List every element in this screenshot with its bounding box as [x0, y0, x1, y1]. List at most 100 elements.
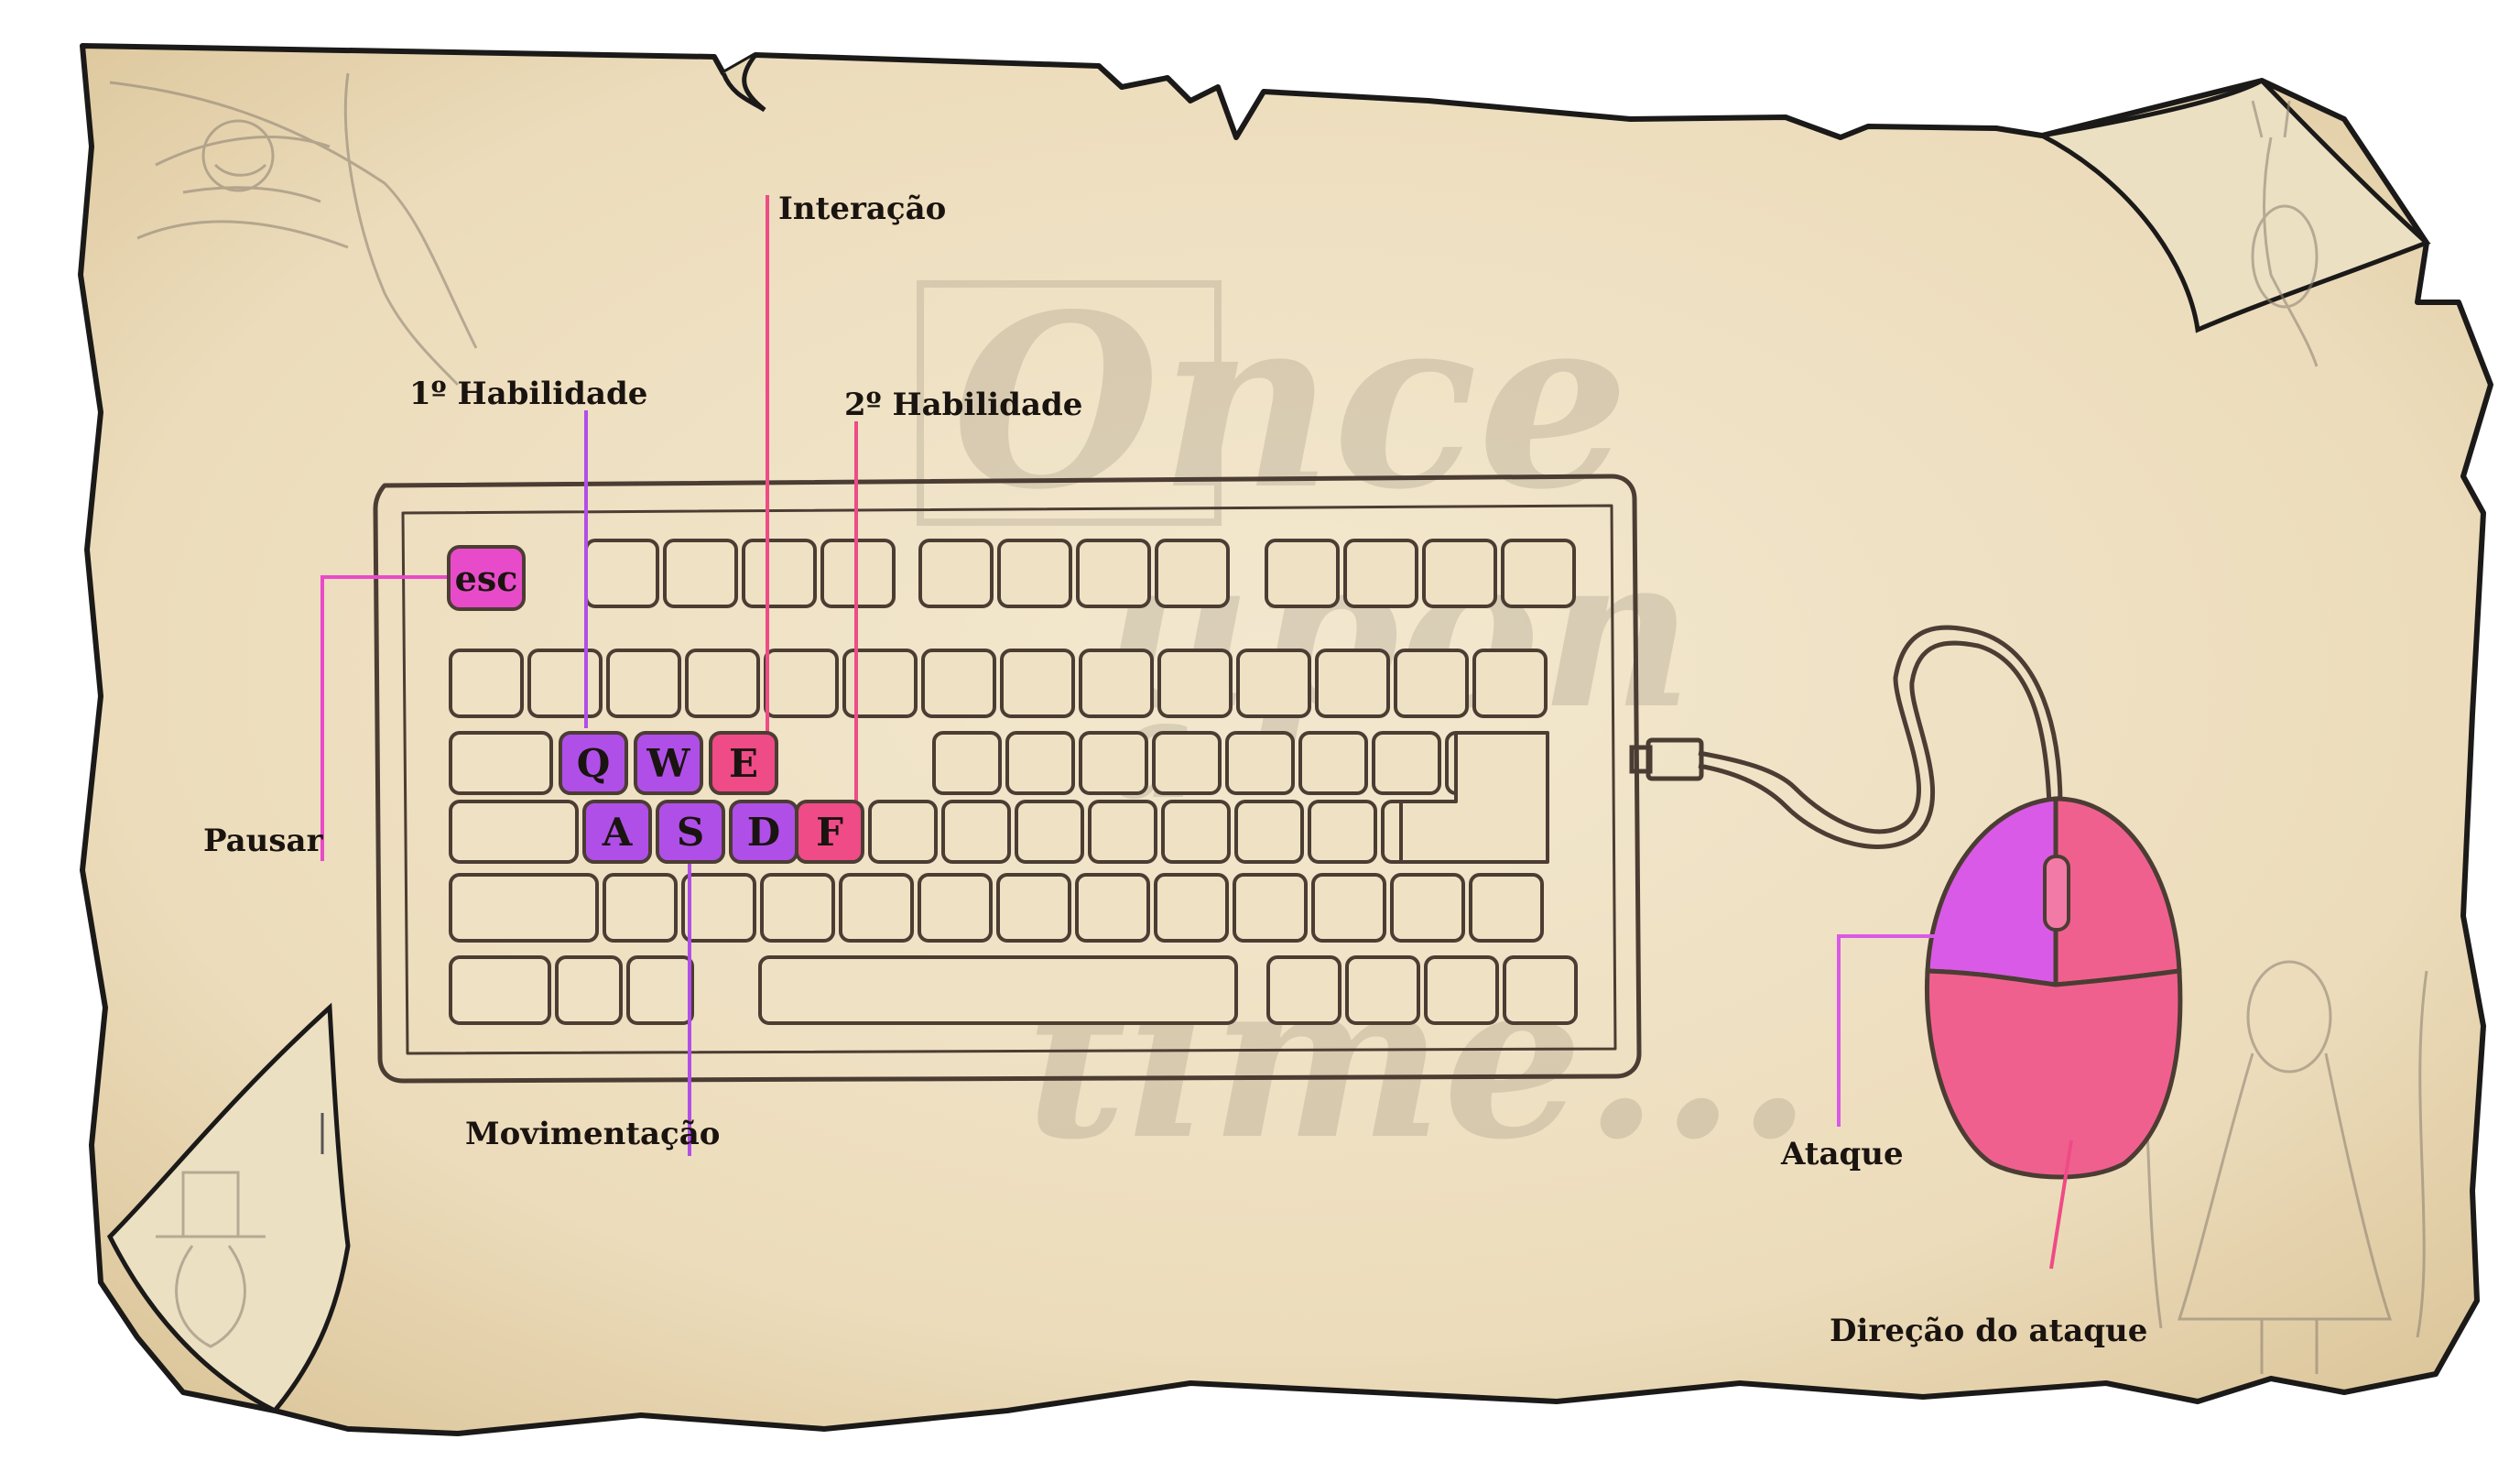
keyboard-key	[941, 800, 1011, 864]
keyboard-key	[663, 539, 738, 608]
keyboard	[373, 474, 1642, 1084]
keyboard-key	[1315, 649, 1390, 718]
keyboard-key	[685, 649, 760, 718]
keyboard-key	[1424, 955, 1499, 1025]
e-key[interactable]: E	[709, 731, 778, 795]
white-rabbit-sketch	[2251, 100, 2319, 367]
keyboard-key	[1501, 539, 1576, 608]
attack-line	[1837, 934, 1941, 1127]
keyboard-key	[1233, 873, 1308, 943]
svg-text:F: F	[816, 810, 843, 855]
keyboard-key	[1079, 649, 1154, 718]
mouse	[1924, 796, 2183, 1180]
svg-text:Once: Once	[952, 263, 1629, 542]
movement-label: Movimentação	[465, 1116, 721, 1152]
keyboard-key	[449, 873, 599, 943]
keyboard-key	[1345, 955, 1420, 1025]
keyboard-key	[764, 649, 839, 718]
f-key[interactable]: F	[795, 800, 864, 864]
svg-text:S: S	[677, 810, 704, 855]
q-key[interactable]: Q	[559, 731, 628, 795]
keyboard-key	[1076, 539, 1151, 608]
keyboard-key	[996, 873, 1071, 943]
keyboard-key	[839, 873, 914, 943]
keyboard-key	[1152, 731, 1222, 795]
keyboard-key	[1075, 873, 1150, 943]
enter-key	[1399, 731, 1549, 864]
keyboard-key	[584, 539, 659, 608]
keyboard-key	[1155, 539, 1230, 608]
svg-text:Q: Q	[577, 741, 611, 786]
keyboard-key	[1154, 873, 1229, 943]
keyboard-key	[1234, 800, 1304, 864]
svg-text:esc: esc	[455, 558, 518, 599]
svg-text:D: D	[747, 810, 780, 855]
interaction-label: Interação	[778, 191, 947, 227]
keyboard-key	[1088, 800, 1157, 864]
highlighted-keys: esc Q W E A S	[447, 545, 864, 864]
keyboard-key	[449, 731, 553, 795]
pause-line	[320, 575, 455, 861]
pause-label: Pausar	[203, 823, 323, 859]
keyboard-key	[758, 955, 1238, 1025]
keyboard-key	[932, 731, 1002, 795]
s-key[interactable]: S	[656, 800, 725, 864]
keyboard-key	[1390, 873, 1465, 943]
keyboard-key	[1308, 800, 1377, 864]
keyboard-key	[1472, 649, 1548, 718]
keyboard-key	[1225, 731, 1295, 795]
keyboard-key	[1266, 955, 1341, 1025]
mad-hatter-sketch	[156, 1171, 266, 1348]
w-key[interactable]: W	[634, 731, 703, 795]
svg-text:E: E	[729, 741, 758, 786]
svg-text:W: W	[646, 741, 690, 786]
keyboard-key	[626, 955, 694, 1025]
skill1-label: 1º Habilidade	[409, 376, 648, 412]
keyboard-key	[997, 539, 1072, 608]
a-key[interactable]: A	[582, 800, 652, 864]
attack-label: Ataque	[1781, 1136, 1904, 1172]
parchment-curl-top-right	[2035, 77, 2431, 333]
keyboard-key	[1422, 539, 1497, 608]
keyboard-key	[1265, 539, 1340, 608]
attack-direction-line	[2049, 1139, 2073, 1270]
keyboard-key	[681, 873, 756, 943]
keyboard-key	[1005, 731, 1075, 795]
d-key[interactable]: D	[729, 800, 798, 864]
svg-text:A: A	[602, 810, 634, 855]
esc-key[interactable]: esc	[447, 545, 526, 611]
keyboard-key	[449, 955, 551, 1025]
keyboard-key	[1469, 873, 1544, 943]
keyboard-key	[1015, 800, 1084, 864]
keyboard-key	[449, 649, 524, 718]
keyboard-key	[1394, 649, 1469, 718]
keyboard-key	[918, 873, 993, 943]
keyboard-key	[842, 649, 918, 718]
keyboard-key	[1311, 873, 1386, 943]
keyboard-key	[1343, 539, 1418, 608]
keyboard-key	[449, 800, 579, 864]
keyboard-key	[1236, 649, 1311, 718]
keyboard-key	[603, 873, 678, 943]
mouse-scroll-wheel[interactable]	[2043, 855, 2070, 932]
parchment-curl-top-left	[721, 53, 766, 113]
keyboard-keys	[449, 539, 1578, 1025]
attack-direction-label: Direção do ataque	[1830, 1313, 2148, 1349]
keyboard-key	[921, 649, 996, 718]
keyboard-key	[868, 800, 938, 864]
mouse-cable	[1629, 625, 2063, 856]
skill2-label: 2º Habilidade	[844, 387, 1083, 423]
mouse-body	[1924, 968, 2183, 1180]
keyboard-key	[1161, 800, 1231, 864]
keyboard-key	[606, 649, 681, 718]
keyboard-key	[1157, 649, 1233, 718]
keyboard-key	[1503, 955, 1578, 1025]
keyboard-key	[760, 873, 835, 943]
keyboard-key	[1000, 649, 1075, 718]
keyboard-key	[742, 539, 817, 608]
parchment-curl-bottom-left	[106, 1002, 351, 1414]
callout-lines	[320, 195, 2073, 1270]
keyboard-frame	[373, 474, 1642, 1084]
